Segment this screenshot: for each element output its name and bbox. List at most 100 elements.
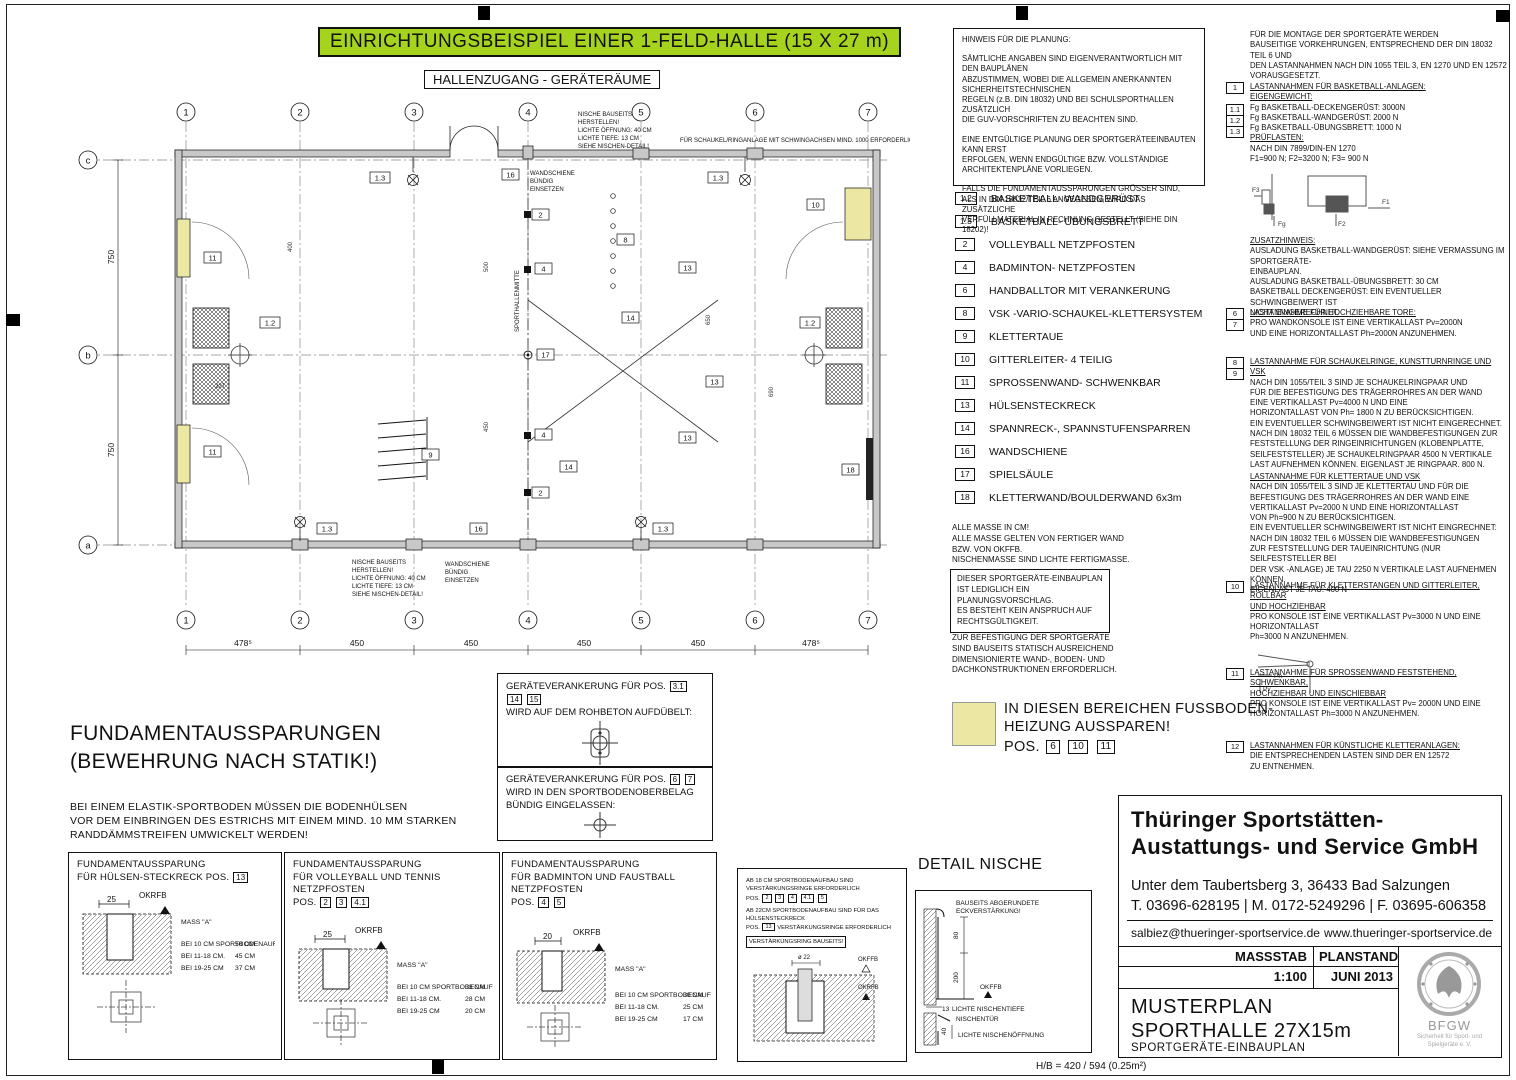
svg-text:WANDSCHIENE: WANDSCHIENE: [530, 171, 575, 177]
pos-number: 1.2: [955, 192, 977, 205]
boxed-note: VERSTÄRKUNGSRING BAUSEITS!: [746, 935, 847, 948]
company-web: www.thueringer-sportservice.de: [1324, 926, 1493, 940]
pos-number: 4: [787, 894, 797, 903]
legend-label: WANDSCHIENE: [989, 445, 1068, 458]
note-line: NISCHENMASSE SIND LICHTE FERTIGMASSE.: [952, 555, 1130, 565]
svg-text:25: 25: [323, 930, 332, 939]
note-line: ES BESTEHT KEIN ANSPRUCH AUF: [957, 606, 1092, 616]
net-post-symbols: [523, 211, 533, 496]
foundation-section-sketch: 25 OKRFB MASS "A" BEI 10 CM SPORTBODENAU…: [82, 891, 291, 1034]
note-line: ALLE MASSE GELTEN VON FERTIGER WAND: [952, 533, 1124, 543]
pos-marker: 9: [1226, 368, 1244, 380]
svg-text:1.3: 1.3: [375, 174, 385, 183]
svg-text:ø 22: ø 22: [798, 955, 811, 961]
pos-number: 6: [955, 284, 975, 297]
anchor-box-2: GERÄTEVERANKERUNG FÜR POS. 6 7 WIRD IN D…: [497, 767, 713, 841]
scale-label: MASSSTAB: [1235, 949, 1307, 964]
bfgw-logo: BFGW Sicherheit für Sport- und Spielgerä…: [1398, 946, 1501, 1056]
pos-number: 2: [320, 896, 332, 908]
svg-text:BÜNDIG: BÜNDIG: [445, 569, 469, 576]
svg-text:LICHTE NISCHENÖFFNUNG: LICHTE NISCHENÖFFNUNG: [958, 1031, 1044, 1039]
montage-note: FÜR DIE MONTAGE DER SPORTGERÄTE WERDEN B…: [1250, 30, 1507, 81]
planning-note-box: HINWEIS FÜR DIE PLANUNG: SÄMTLICHE ANGAB…: [953, 28, 1205, 234]
planstand-label: PLANSTAND: [1319, 949, 1399, 964]
legend-label: BADMINTON- NETZPFOSTEN: [989, 261, 1136, 274]
company-phone: T. 03696-628195 | M. 0172-5249296 | F. 0…: [1131, 898, 1487, 914]
page-subtitle: HALLENZUGANG - GERÄTERÄUME: [424, 70, 661, 89]
legend-label: SPIELSÄULE: [989, 468, 1054, 481]
pos-number: 6: [1046, 740, 1061, 755]
svg-text:5: 5: [638, 616, 643, 627]
dimension-labels-bottom: 478⁵ 450 450 450 450 478⁵: [234, 638, 820, 648]
registration-mark: [478, 6, 490, 20]
anchor-box-1: GERÄTEVERANKERUNG FÜR POS. 3.1 14 15 WIR…: [497, 673, 713, 767]
pos-number: 14: [507, 693, 522, 705]
company-email: salbiez@thueringer-sportservice.de: [1131, 926, 1320, 940]
plan-symbol: [97, 980, 155, 1034]
svg-text:HERSTELLEN!: HERSTELLEN!: [352, 568, 393, 574]
pos-marker: 12: [1226, 741, 1244, 753]
foundation-detail-huelsensteckreck: FUNDAMENTAUSSPARUNG FÜR HÜLSEN-STECKRECK…: [68, 852, 291, 1060]
svg-text:MASS "A": MASS "A": [397, 962, 428, 969]
nische-sketch: BAUSEITS ABGERUNDETE ECKVERSTÄRKUNG! 80 …: [923, 900, 1044, 1046]
svg-text:Ph: Ph: [1274, 673, 1282, 680]
note-line: VERFÜLLMATERIAL IN RECHNUNG GESTELLT (SI…: [962, 215, 1178, 235]
note-line: REGELN (z.B. DIN 18032) UND BEI SCHULSPO…: [962, 95, 1174, 115]
svg-text:30 CM: 30 CM: [683, 992, 703, 999]
disclaimer-box: DIESER SPORTGERÄTE-EINBAUPLAN IST LEDIGL…: [950, 569, 1110, 633]
legend-item: 6 HANDBALLTOR MIT VERANKERUNG: [955, 284, 1210, 297]
svg-text:11: 11: [209, 254, 217, 263]
sprossenwand-loads: 11 LASTANNAHME FÜR SPROSSENWAND FESTSTEH…: [1226, 668, 1508, 719]
note-title: HINWEIS FÜR DIE PLANUNG:: [962, 35, 1071, 44]
svg-text:BÜNDIG: BÜNDIG: [530, 178, 554, 185]
legend-label: HÜLSENSTECKRECK: [989, 399, 1096, 412]
pos-number: 11: [955, 376, 975, 389]
svg-text:6: 6: [752, 616, 757, 627]
svg-text:SIEHE NISCHEN-DETAIL!: SIEHE NISCHEN-DETAIL!: [352, 592, 423, 598]
svg-text:EINSETZEN: EINSETZEN: [445, 578, 479, 584]
svg-text:2: 2: [297, 108, 302, 119]
svg-text:37 CM: 37 CM: [235, 965, 255, 972]
svg-text:20 CM: 20 CM: [465, 1008, 485, 1015]
svg-text:6: 6: [752, 108, 757, 119]
svg-text:NISCHE BAUSEITS: NISCHE BAUSEITS: [578, 112, 632, 118]
company-address: Unter dem Taubertsberg 3, 36433 Bad Salz…: [1131, 878, 1450, 894]
svg-text:OKRFB: OKRFB: [573, 928, 601, 937]
floor-plan: 478⁵ 450 450 450 450 478⁵ 750 750 400 50…: [78, 102, 910, 655]
svg-text:F1: F1: [1382, 199, 1390, 206]
plan-title-3: SPORTGERÄTE-EINBAUPLAN: [1131, 1042, 1306, 1054]
svg-text:1.3: 1.3: [322, 525, 332, 534]
svg-text:b: b: [85, 351, 90, 362]
note-line: DIESER SPORTGERÄTE-EINBAUPLAN: [957, 574, 1103, 583]
note-line: ALLE MASSE IN CM!: [952, 523, 1029, 532]
note-line: SÄMTLICHE ANGABEN SIND EIGENVERANTWORTLI…: [962, 54, 1183, 74]
svg-text:13: 13: [683, 264, 691, 273]
svg-text:BEI 19-25 CM: BEI 19-25 CM: [181, 965, 224, 972]
svg-text:BEI 10 CM SPORTBODENAUFBAU: BEI 10 CM SPORTBODENAUFBAU: [181, 941, 275, 948]
svg-text:17 CM: 17 CM: [683, 1016, 703, 1023]
foundation-detail-badminton: FUNDAMENTAUSSPARUNG FÜR BADMINTON UND FA…: [502, 852, 725, 1060]
svg-text:40: 40: [941, 1027, 948, 1035]
svg-text:2: 2: [538, 211, 542, 220]
door-swing-arcs: [191, 221, 844, 486]
hall-walls: [174, 145, 881, 551]
court-markings: [228, 158, 826, 540]
klettertaue-loads: LASTANNAHME FÜR KLETTERTAUE UND VSK NACH…: [1250, 472, 1497, 595]
svg-text:F2: F2: [1338, 221, 1346, 228]
pos-marker: 1.1: [1226, 104, 1244, 116]
svg-text:2: 2: [297, 616, 302, 627]
svg-text:MASS "A": MASS "A": [181, 919, 212, 926]
pos-number: 15: [526, 693, 542, 705]
pos-number: 4.1: [800, 894, 815, 903]
svg-text:1.3: 1.3: [713, 174, 723, 183]
goal-units: [192, 307, 863, 405]
legend-label: VSK -VARIO-SCHAUKEL-KLETTERSYSTEM: [989, 307, 1203, 320]
note-line: EINE ENTGÜLTIGE PLANUNG DER SPORTGERÄTEE…: [962, 134, 1196, 154]
svg-text:400: 400: [288, 241, 294, 252]
legend-label: HANDBALLTOR MIT VERANKERUNG: [989, 284, 1171, 297]
